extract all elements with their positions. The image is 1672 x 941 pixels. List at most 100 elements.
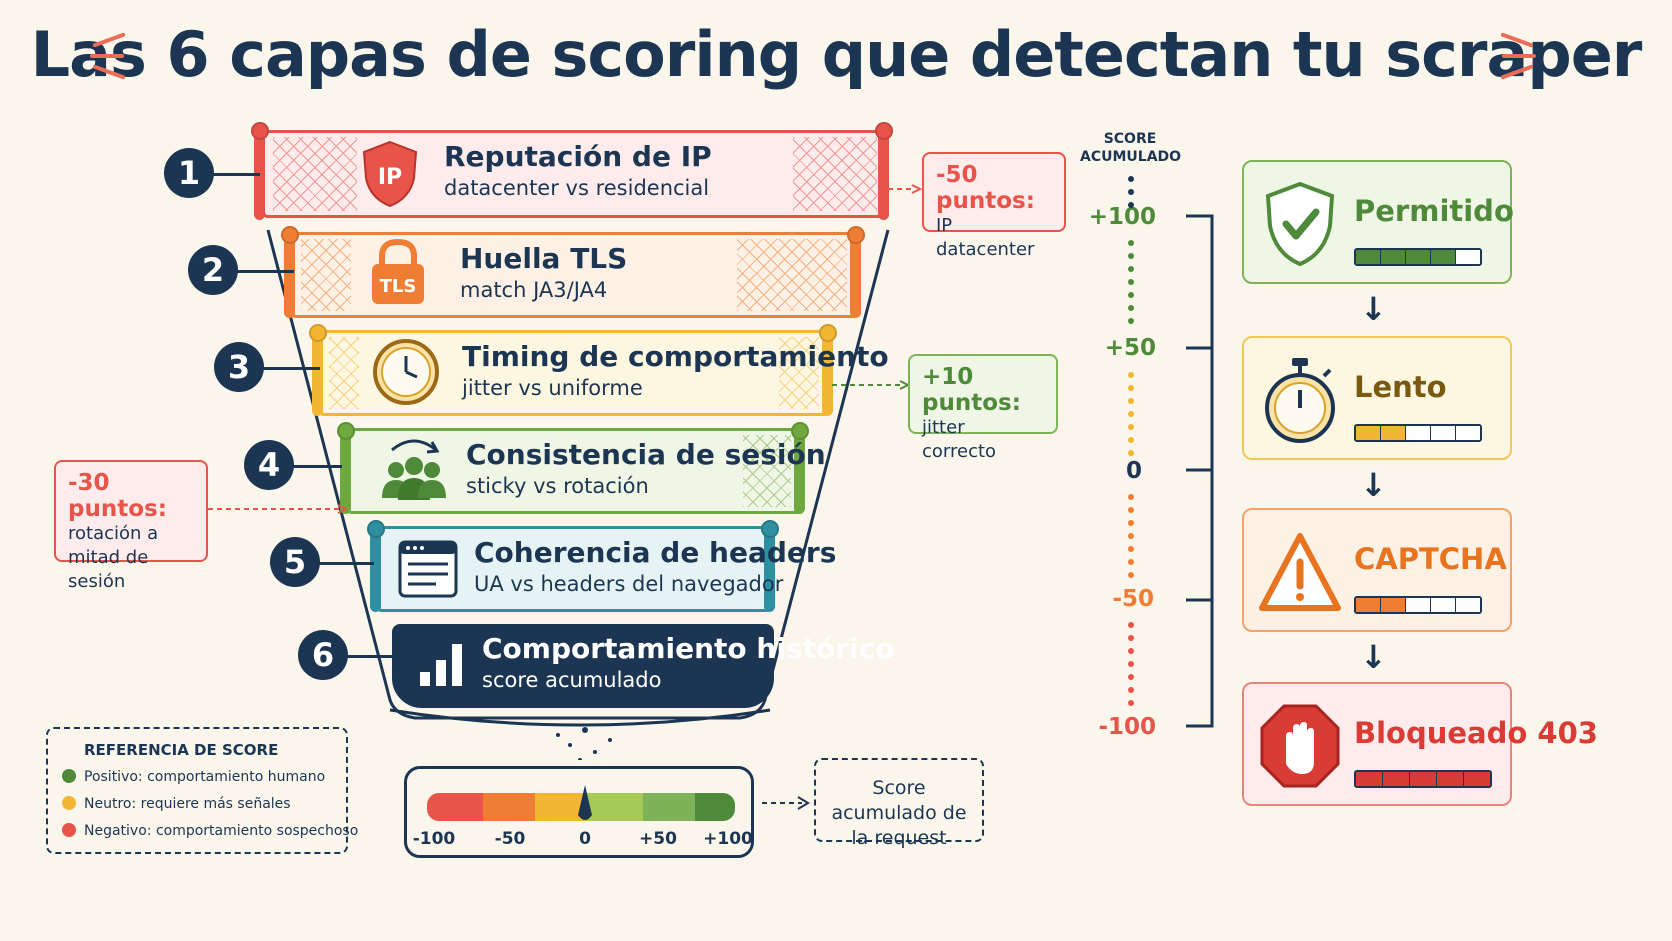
layer-header-coherence — [376, 526, 772, 612]
layer-desc: jitter vs uniforme — [462, 376, 643, 400]
axis-dot — [1128, 176, 1134, 182]
clock-icon — [373, 339, 439, 405]
axis-dot — [1128, 253, 1134, 259]
axis-dot — [1128, 507, 1134, 513]
outcome-level-bar — [1354, 248, 1482, 266]
axis-dot — [1128, 189, 1134, 195]
layer-name: Timing de comportamiento — [462, 340, 889, 373]
svg-text:IP: IP — [378, 165, 402, 190]
axis-dot — [1128, 372, 1134, 378]
dot-icon — [62, 769, 76, 783]
axis-dot — [1128, 318, 1134, 324]
net-pattern — [793, 137, 877, 211]
axis-dot — [1128, 450, 1134, 456]
axis-label: -100 — [1098, 714, 1156, 740]
browser-window-icon — [398, 540, 458, 598]
layer-number-badge: 5 — [270, 537, 320, 587]
callout-points: +10 puntos: — [922, 364, 1021, 416]
axis-label: -50 — [1112, 586, 1154, 612]
stop-hand-icon — [1260, 704, 1340, 788]
legend-item: Neutro: requiere más señales — [62, 796, 291, 812]
outcome-slow: Lento — [1242, 336, 1512, 460]
net-pattern — [779, 337, 819, 409]
gauge-tick-label: +100 — [703, 829, 753, 849]
axis-dot — [1128, 385, 1134, 391]
axis-label: 0 — [1125, 458, 1142, 484]
axis-dot — [1128, 240, 1134, 246]
axis-dot — [1128, 546, 1134, 552]
gauge-needle-icon — [578, 785, 592, 820]
axis-dot — [1128, 572, 1134, 578]
outcome-allowed: Permitido — [1242, 160, 1514, 284]
connector-line — [322, 655, 392, 658]
gauge-tick-label: -50 — [494, 829, 526, 849]
svg-text:TLS: TLS — [380, 276, 417, 297]
dashed-arrow — [888, 184, 922, 194]
layer-name: Coherencia de headers — [474, 536, 837, 569]
ip-shield-icon: IP — [362, 140, 418, 208]
axis-dot — [1128, 520, 1134, 526]
net-pattern — [743, 435, 791, 507]
gauge-segment — [587, 793, 643, 821]
outcome-name: Lento — [1354, 370, 1447, 404]
axis-dot — [1128, 622, 1134, 628]
funnel-post — [875, 122, 893, 220]
callout-timing-bonus: +10 puntos: jitter correcto — [908, 354, 1058, 462]
layer-number-badge: 4 — [244, 440, 294, 490]
connector-line — [190, 173, 260, 176]
gauge-tick-label: 0 — [579, 829, 591, 849]
warning-icon — [1259, 533, 1341, 611]
funnel-post — [367, 520, 385, 612]
callout-text: IP datacenter — [936, 215, 1035, 260]
funnel-post — [309, 324, 327, 416]
connector-line — [270, 465, 342, 468]
funnel-post — [847, 226, 865, 318]
decor-spark — [1502, 54, 1536, 58]
layer-desc: sticky vs rotación — [466, 474, 649, 498]
axis-dot — [1128, 494, 1134, 500]
gauge-segment — [535, 793, 587, 821]
gauge-segment — [643, 793, 695, 821]
legend-item: Positivo: comportamiento humano — [62, 769, 325, 785]
lock-icon: TLS — [372, 238, 424, 304]
layer-number-badge: 1 — [164, 148, 214, 198]
axis-dot — [1128, 398, 1134, 404]
layer-name: Comportamiento histórico — [482, 632, 895, 665]
callout-points: -50 puntos: — [936, 162, 1035, 214]
outcome-captcha: CAPTCHA — [1242, 508, 1512, 632]
axis-dot — [1128, 674, 1134, 680]
layer-desc: datacenter vs residencial — [444, 176, 710, 200]
callout-ip-penalty: -50 puntos: IP datacenter — [922, 152, 1066, 260]
funnel-outline — [266, 229, 890, 760]
score-gauge: -100 -50 0 +50 +100 — [404, 766, 754, 858]
axis-dot — [1128, 648, 1134, 654]
axis-dot — [1128, 533, 1134, 539]
net-pattern — [301, 239, 351, 311]
layer-desc: match JA3/JA4 — [460, 278, 608, 302]
score-legend: REFERENCIA DE SCORE Positivo: comportami… — [46, 727, 358, 854]
axis-dot — [1128, 700, 1134, 706]
funnel-post — [337, 422, 355, 514]
axis-dot — [1128, 437, 1134, 443]
dot-icon — [62, 823, 76, 837]
axis-label: +100 — [1088, 204, 1156, 230]
gauge-tick-label: +50 — [639, 829, 677, 849]
connector-line — [240, 367, 320, 370]
users-rotation-icon — [382, 439, 446, 500]
axis-dot — [1128, 635, 1134, 641]
shield-check-icon — [1265, 181, 1335, 267]
bar-chart-icon — [420, 644, 462, 686]
down-arrow-icon: ↓ — [1360, 638, 1387, 676]
gauge-segment — [695, 793, 735, 821]
net-pattern — [737, 239, 847, 311]
dashed-arrow — [208, 504, 348, 514]
funnel-post — [761, 520, 779, 612]
axis-dot — [1128, 559, 1134, 565]
callout-text: jitter correcto — [922, 417, 997, 462]
layer-desc: UA vs headers del navegador — [474, 572, 784, 596]
axis-dot — [1128, 661, 1134, 667]
callout-points: -30 puntos: — [68, 470, 167, 522]
connector-line — [214, 270, 294, 273]
axis-dot — [1128, 292, 1134, 298]
stopwatch-icon — [1265, 358, 1335, 443]
